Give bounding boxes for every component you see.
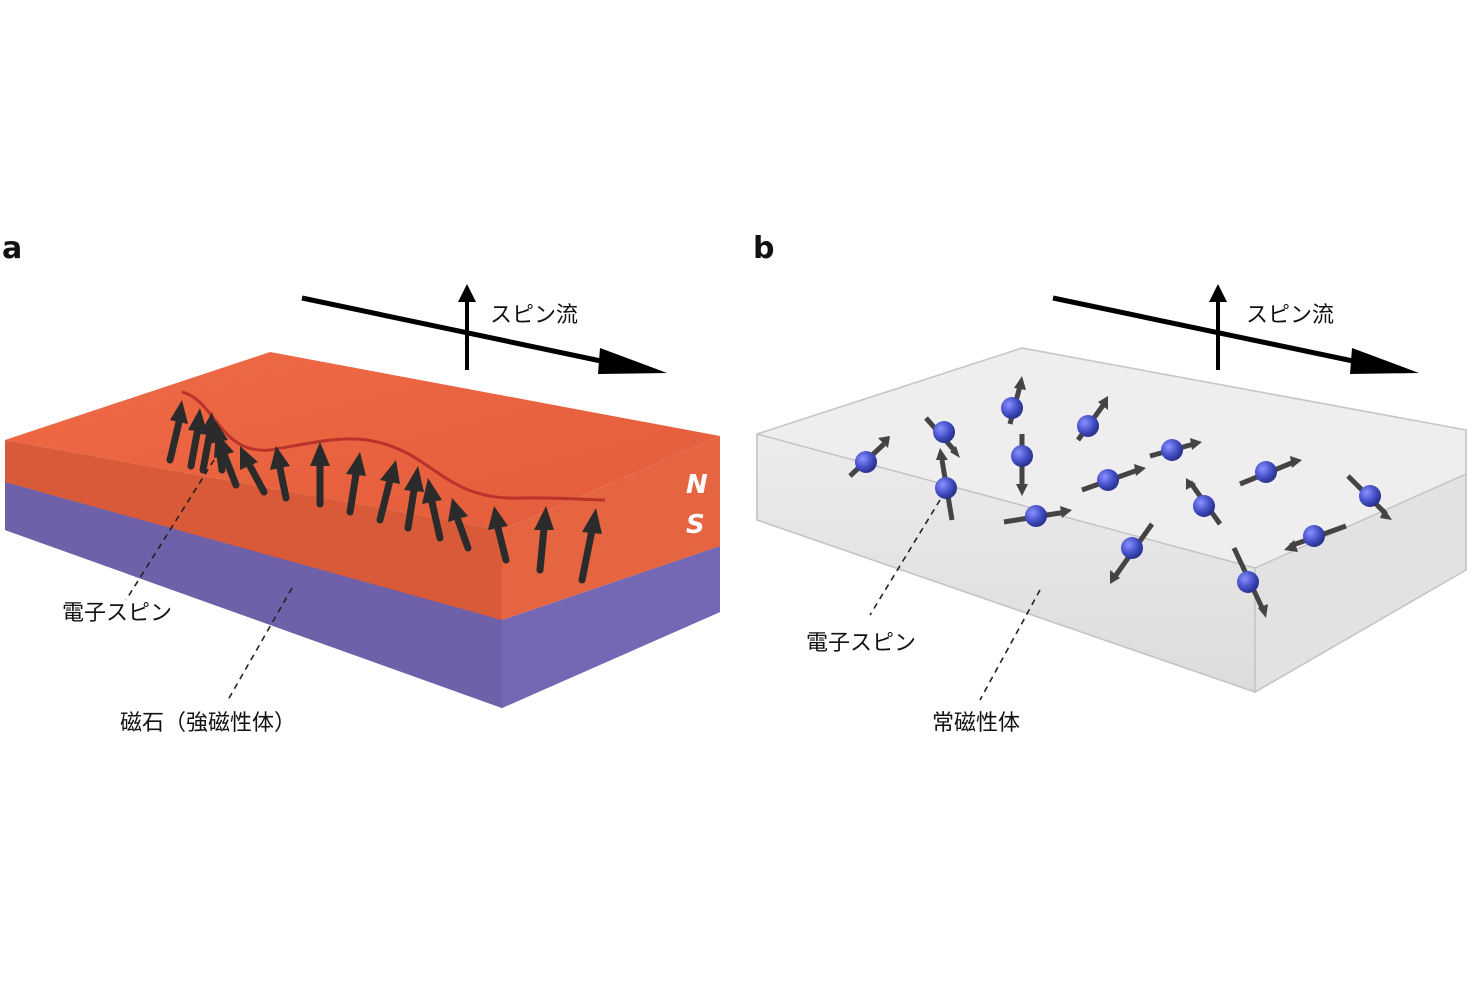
magnet-side-face bbox=[502, 436, 720, 620]
electron-spin-leader bbox=[125, 459, 215, 601]
spin-arrow-icon bbox=[578, 508, 602, 584]
spin-arrow-icon bbox=[346, 452, 366, 516]
spin-arrow-icon bbox=[187, 408, 207, 470]
spin-arrow-icon bbox=[376, 460, 400, 524]
electron-sphere-icon bbox=[848, 436, 890, 478]
electron-sphere-icon bbox=[1001, 376, 1026, 425]
paramagnet-side-face bbox=[1254, 472, 1467, 694]
north-pole-label: N bbox=[686, 470, 708, 500]
spin-wave-line bbox=[181, 390, 606, 502]
electron-sphere-icon bbox=[1231, 546, 1268, 618]
material-label: 常磁性体 bbox=[932, 711, 1020, 736]
material-leader bbox=[979, 589, 1041, 701]
electron-sphere-icon bbox=[1081, 464, 1146, 493]
electron-sphere-icon bbox=[1075, 396, 1108, 442]
electron-sphere-icon bbox=[1149, 438, 1202, 461]
electron-spin-label: 電子スピン bbox=[806, 631, 916, 656]
panel-b: b スピン流 bbox=[753, 231, 1467, 736]
spin-arrow-icon bbox=[214, 432, 240, 489]
electron-sphere-icon bbox=[1011, 434, 1033, 496]
electron-spin-leader bbox=[869, 499, 941, 616]
spin-arrow-icon bbox=[240, 446, 268, 496]
material-label: 磁石（強磁性体） bbox=[120, 711, 296, 736]
spin-arrow-icon bbox=[270, 446, 290, 502]
spin-arrow-icon bbox=[534, 506, 554, 574]
electron-sphere-icon bbox=[1346, 474, 1392, 520]
panel-a: a スピン流 N S bbox=[2, 231, 720, 736]
spin-current-axes-icon bbox=[1052, 284, 1419, 374]
electron-sphere-icon bbox=[1284, 523, 1347, 552]
electron-sphere-icon bbox=[935, 448, 957, 521]
spin-arrow-icon bbox=[166, 400, 188, 464]
spin-arrows bbox=[166, 400, 602, 584]
magnet-top-face bbox=[5, 352, 720, 530]
spin-arrow-icon bbox=[488, 506, 510, 564]
panel-b-label: b bbox=[753, 231, 774, 266]
south-pole-label: S bbox=[686, 510, 705, 540]
spin-current-label: スピン流 bbox=[1246, 303, 1334, 328]
spin-arrow-icon bbox=[422, 478, 444, 542]
spin-current-axes-icon bbox=[301, 284, 667, 374]
spin-arrow-icon bbox=[310, 442, 330, 508]
spin-arrow-icon bbox=[404, 466, 424, 532]
electron-sphere-icon bbox=[924, 416, 960, 458]
magnet-front-face bbox=[5, 440, 502, 620]
electron-sphere-icon bbox=[1003, 505, 1072, 527]
panel-a-label: a bbox=[2, 231, 22, 266]
spin-arrow-icon bbox=[448, 498, 472, 552]
electron-sphere-icon bbox=[1186, 478, 1223, 526]
spin-current-label: スピン流 bbox=[490, 303, 578, 328]
electron-spins bbox=[848, 376, 1392, 618]
electron-sphere-icon bbox=[1239, 456, 1302, 487]
electron-spin-label: 電子スピン bbox=[62, 601, 172, 626]
electron-sphere-icon bbox=[1110, 522, 1155, 584]
magnet-block bbox=[5, 352, 720, 708]
